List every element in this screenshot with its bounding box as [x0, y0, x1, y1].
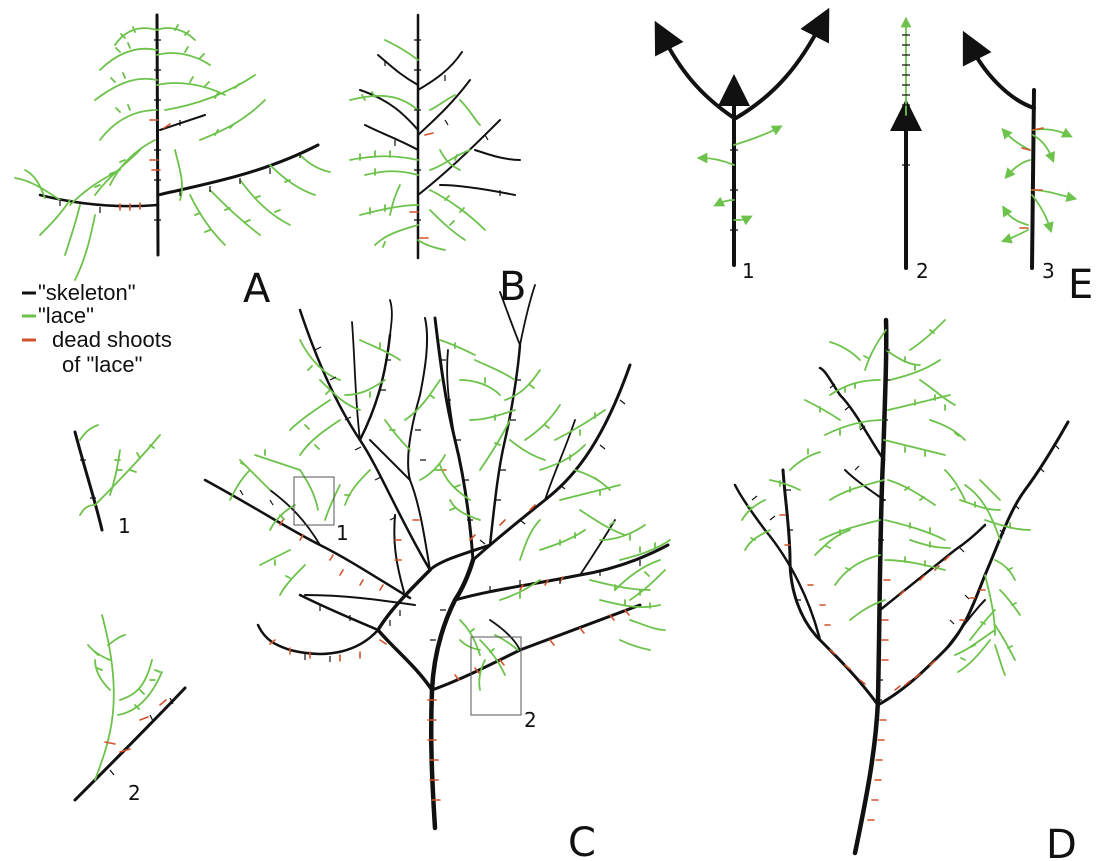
inset-1-label: 1: [118, 514, 131, 538]
inset-2-label: 2: [128, 781, 141, 805]
legend-label-dead-line1: dead shoots: [52, 327, 172, 352]
panel-b-label: B: [499, 264, 526, 310]
legend-label-lace: "lace": [38, 303, 94, 328]
panel-e-sub-2: 2: [916, 259, 929, 283]
panel-c-diagram: [205, 285, 670, 828]
panel-e-label: E: [1068, 262, 1093, 308]
panel-b-diagram: [350, 15, 520, 258]
legend-label-skeleton: "skeleton": [38, 280, 136, 305]
panel-c-label: C: [568, 820, 596, 861]
panel-c-box-2-label: 2: [524, 708, 537, 732]
panel-e-sub-3: 3: [1042, 259, 1055, 283]
legend: "skeleton" "lace" dead shoots of "lace": [22, 280, 172, 377]
panel-c-box-1-label: 1: [336, 521, 349, 545]
inset-2-diagram: [75, 615, 185, 800]
panel-a-label: A: [243, 266, 271, 312]
panel-e-sub-1: 1: [742, 259, 755, 283]
panel-a-diagram: [15, 15, 330, 280]
panel-d-diagram: [735, 320, 1068, 853]
panel-d-label: D: [1046, 822, 1077, 861]
legend-label-dead-line2: of "lace": [62, 352, 142, 377]
panel-e-diagram: [662, 22, 1072, 268]
